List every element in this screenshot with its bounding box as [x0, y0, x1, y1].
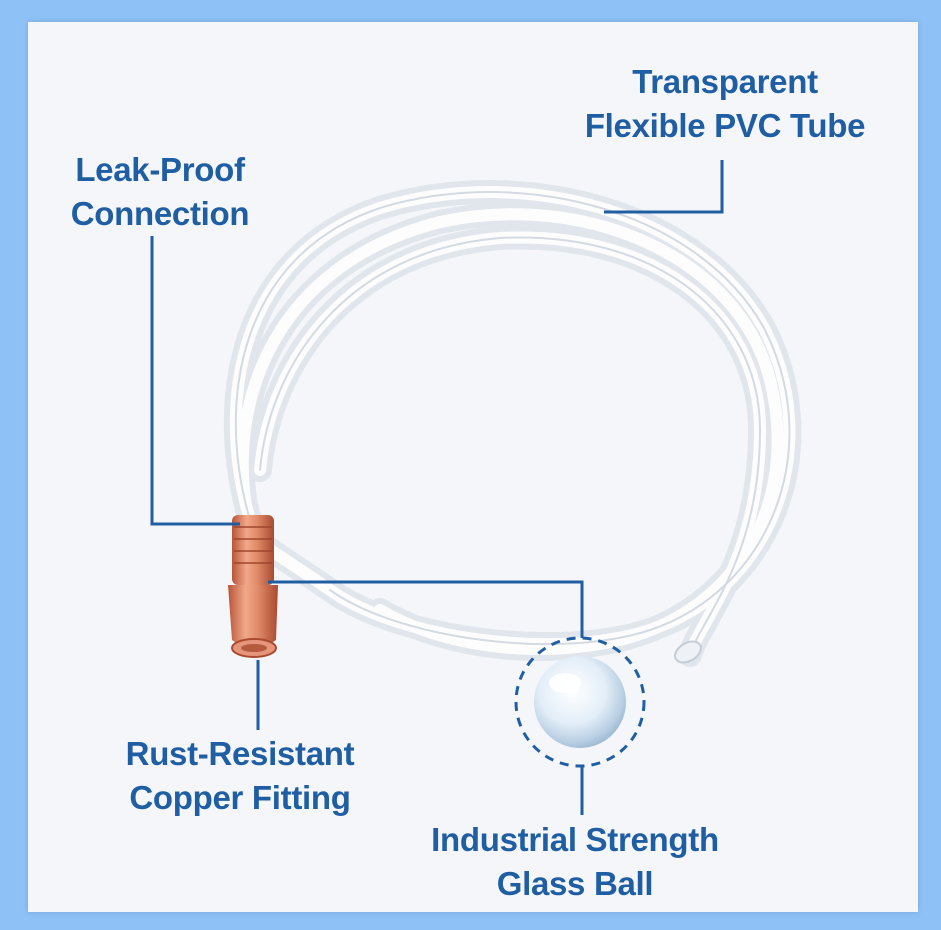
- label-glass-ball-line1: Industrial Strength: [431, 821, 719, 858]
- label-pvc-tube-line2: Flexible PVC Tube: [584, 107, 866, 144]
- callout-ball-top: [268, 580, 584, 638]
- callout-leak: [150, 236, 240, 526]
- label-pvc-tube-line1: Transparent: [632, 63, 818, 100]
- label-copper-fitting: Rust-Resistant Copper Fitting: [90, 732, 390, 820]
- label-glass-ball: Industrial Strength Glass Ball: [400, 818, 750, 906]
- label-pvc-tube: Transparent Flexible PVC Tube: [560, 60, 890, 148]
- pvc-tube: [223, 180, 802, 667]
- glass-ball: [514, 636, 646, 768]
- callout-tube: [604, 160, 724, 214]
- label-copper-fitting-line1: Rust-Resistant: [125, 735, 355, 772]
- label-leak-proof: Leak-Proof Connection: [40, 148, 280, 236]
- label-copper-fitting-line2: Copper Fitting: [129, 779, 351, 816]
- label-leak-proof-line1: Leak-Proof: [75, 151, 245, 188]
- label-glass-ball-line2: Glass Ball: [496, 865, 654, 902]
- callout-lines: [150, 160, 724, 815]
- copper-fitting: [228, 515, 278, 658]
- label-leak-proof-line2: Connection: [70, 195, 250, 232]
